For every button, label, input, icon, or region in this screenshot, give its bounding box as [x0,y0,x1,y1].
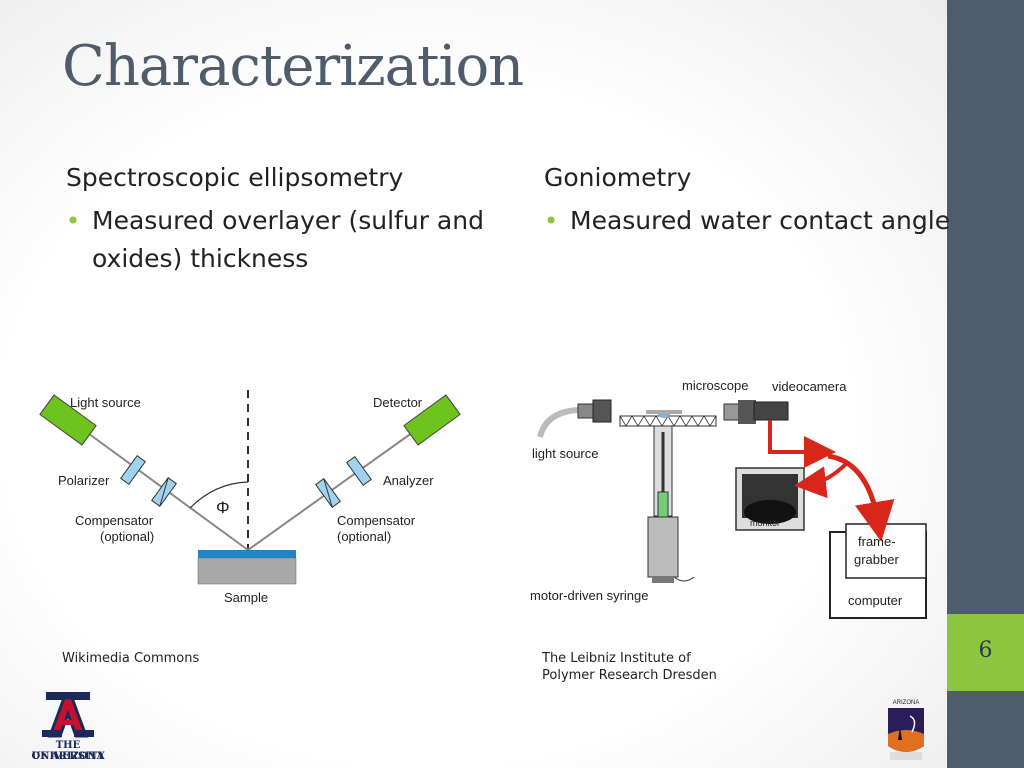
compensator-left-optional: (optional) [100,529,154,544]
detector-label: Detector [373,395,423,410]
ua-logo-line-1: THE UNIVERSITY [31,740,105,762]
microscope-icon [723,400,756,424]
analyzer-label: Analyzer [383,473,434,488]
arrow-to-frame-grabber [827,453,895,542]
arizona-a-icon [42,692,94,738]
syringe-icon [653,425,673,518]
space-grant-logo-text: ARIZONA [893,700,920,706]
stage-icon [619,410,717,427]
page-number: 6 [947,614,1024,691]
light-source-icon [39,394,97,446]
detector-icon [403,394,461,446]
polarizer-label: Polarizer [58,473,110,488]
compensator-left-label: Compensator [75,513,154,528]
compensator-right-icon [315,478,341,508]
right-column: Goniometry • Measured water contact angl… [544,160,964,240]
compensator-right-label: Compensator [337,513,416,528]
motor-icon [647,516,695,583]
angle-label: Φ [216,498,230,517]
right-caption-line-2: Polymer Research Dresden [542,668,717,683]
videocamera-label: videocamera [772,379,847,394]
left-caption: Wikimedia Commons [62,651,200,666]
bullet-dot-icon: • [66,207,81,235]
monitor-icon [735,467,805,531]
goniometry-diagram: microscope videocamera light source moni… [530,378,927,619]
slide-title: Characterization [62,34,524,99]
arizona-space-grant-logo: ARIZONA [880,696,932,764]
space-grant-emblem-icon: ARIZONA [888,700,924,760]
left-bullet-text: Measured overlayer (sulfur and oxides) t… [92,206,484,273]
frame-grabber-label-2: grabber [854,552,899,567]
slide-background [0,0,947,768]
syringe-label: motor-driven syringe [530,588,649,603]
left-bullet: • Measured overlayer (sulfur and oxides)… [66,202,486,278]
bullet-dot-icon: • [544,207,559,235]
microscope-label: microscope [682,378,748,393]
light-source-icon [577,399,612,423]
ua-logo-line-2: OF ARIZONA [31,751,105,762]
polarizer-icon [120,455,146,485]
right-heading: Goniometry [544,163,692,192]
left-column: Spectroscopic ellipsometry • Measured ov… [66,160,486,278]
compensator-left-icon [151,477,177,507]
university-of-arizona-logo: THE UNIVERSITY OF ARIZONA [24,690,112,764]
arrow-to-monitor [768,420,836,468]
analyzer-icon [346,456,372,486]
light-guide-icon [537,407,579,438]
right-bullet: • Measured water contact angle [544,202,964,240]
right-caption-line-1: The Leibniz Institute of [542,651,691,666]
sample-label: Sample [224,590,268,605]
sample-icon [197,550,297,585]
computer-icon [829,523,927,619]
monitor-label: monitor [750,518,780,528]
videocamera-icon [753,401,789,421]
frame-grabber-label-1: frame- [858,534,896,549]
right-caption: The Leibniz Institute of Polymer Researc… [542,650,717,684]
light-source-label: light source [532,446,598,461]
computer-label: computer [848,593,903,608]
right-bullet-text: Measured water contact angle [570,206,951,235]
light-source-label: Light source [70,395,141,410]
ellipsometry-diagram: Light source Detector Polarizer Analyzer… [39,390,461,605]
arrow-to-monitor-back [794,460,850,499]
left-heading: Spectroscopic ellipsometry [66,163,404,192]
compensator-right-optional: (optional) [337,529,391,544]
